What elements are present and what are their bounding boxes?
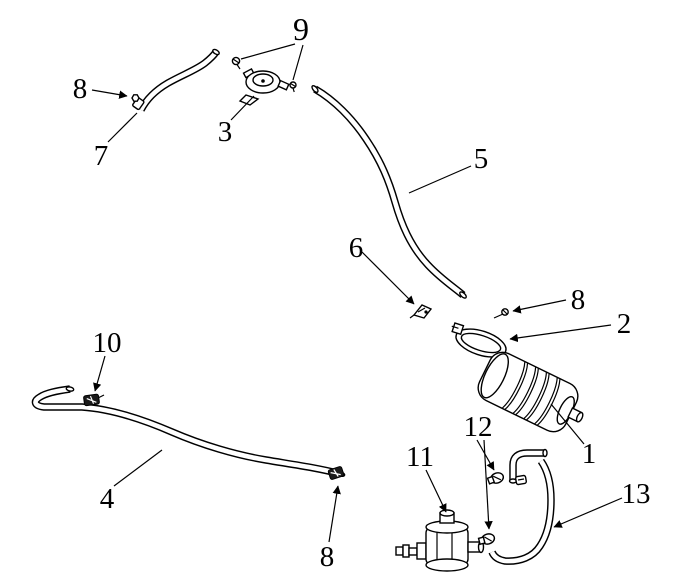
callout-8-top: 8 — [73, 73, 88, 105]
leader-2 — [509, 324, 612, 343]
leader-5 — [408, 165, 472, 194]
leader-lines — [91, 43, 623, 543]
callout-11: 11 — [406, 441, 434, 473]
callout-3: 3 — [218, 116, 233, 148]
leader-7 — [107, 112, 138, 143]
leader-3 — [230, 95, 255, 121]
part-7-hose — [132, 48, 220, 112]
leader-9b — [292, 44, 304, 81]
part-12-clamp-bottom — [477, 533, 496, 546]
leader-9a — [240, 43, 296, 60]
part-4-hose — [31, 385, 346, 478]
leader-8c — [328, 485, 341, 543]
leader-8b — [512, 299, 567, 314]
leader-10 — [93, 355, 106, 392]
callout-12: 12 — [464, 411, 493, 443]
part-8-screw-right — [493, 308, 509, 319]
leader-6 — [361, 251, 415, 305]
callout-5: 5 — [474, 143, 489, 175]
callout-6: 6 — [349, 232, 364, 264]
part-1-canister — [477, 351, 584, 433]
part-6-clip — [409, 304, 433, 319]
callout-1: 1 — [582, 438, 597, 470]
leader-12b — [483, 439, 493, 530]
callout-4: 4 — [100, 483, 115, 515]
part-11-pump — [395, 509, 485, 572]
callout-2: 2 — [617, 308, 632, 340]
part-13-hose — [488, 448, 555, 565]
leader-12a — [476, 439, 495, 471]
leader-1 — [550, 403, 585, 445]
part-2-clamp — [451, 322, 507, 358]
callout-8-bottom: 8 — [320, 541, 335, 573]
leader-4 — [113, 449, 163, 487]
part-8-clip-bottom — [327, 466, 345, 480]
part-3-valve — [238, 67, 290, 106]
part-12-clamp-top — [486, 472, 505, 485]
callout-9: 9 — [293, 11, 309, 47]
leader-8a — [91, 89, 128, 99]
leader-13 — [553, 497, 623, 528]
callout-8-right: 8 — [571, 284, 586, 316]
part-13-fitting — [514, 474, 528, 486]
part-5-hose — [311, 84, 467, 299]
part-8-nut-top — [131, 94, 140, 102]
callout-13: 13 — [622, 478, 651, 510]
part-9-screws — [231, 56, 297, 93]
part-10-clip — [83, 393, 105, 407]
callout-10: 10 — [93, 327, 122, 359]
callout-7: 7 — [94, 140, 109, 172]
leader-11 — [425, 469, 447, 513]
